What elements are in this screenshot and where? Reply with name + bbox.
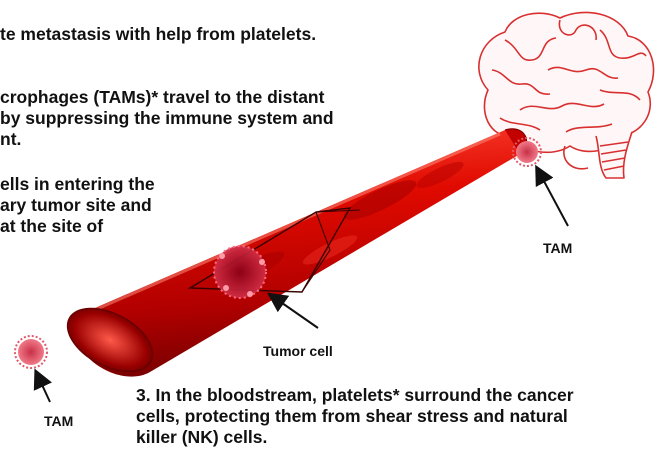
tam-cell-left [15, 336, 47, 368]
text-block-3-line-1: ells in entering the [0, 174, 155, 195]
text-block-4-line-2: cells, protecting them from shear stress… [136, 406, 568, 427]
text-block-3-line-3: at the site of [0, 216, 103, 237]
tumor-cell [214, 246, 266, 298]
text-block-2-line-3: nt. [0, 129, 21, 150]
label-tam-left: TAM [44, 413, 73, 429]
text-block-2-line-1: crophages (TAMs)* travel to the distant [0, 87, 324, 108]
text-block-4-line-3: killer (NK) cells. [136, 427, 267, 448]
text-block-4-line-1: 3. In the bloodstream, platelets* surrou… [136, 385, 574, 406]
arrow-tumor-cell [272, 296, 318, 328]
text-block-1-line-1: te metastasis with help from platelets. [0, 24, 316, 45]
text-block-3-line-2: ary tumor site and [0, 195, 152, 216]
label-tam-right: TAM [543, 240, 572, 256]
arrow-tam-left [37, 374, 50, 402]
label-tumor-cell: Tumor cell [263, 343, 333, 359]
arrow-tam-right [538, 170, 568, 226]
text-block-2-line-2: by suppressing the immune system and [0, 108, 334, 129]
